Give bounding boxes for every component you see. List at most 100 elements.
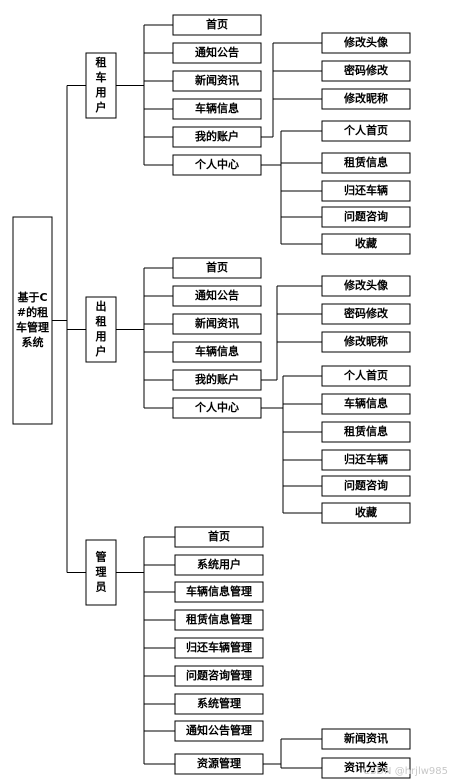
- node-box: [172, 126, 262, 148]
- module-node: 租赁信息管理: [174, 609, 264, 631]
- node-box: [174, 720, 264, 742]
- node-box: [321, 88, 411, 110]
- node-box: [321, 233, 411, 255]
- node-box: [85, 52, 117, 119]
- submodule-node: 新闻资讯: [321, 728, 411, 750]
- node-label: 车辆信息: [344, 396, 388, 410]
- node-label: 系统: [22, 335, 44, 349]
- watermark: CSDN @hrjlw985: [363, 766, 448, 777]
- node-box: [174, 693, 264, 715]
- node-label: 收藏: [355, 505, 377, 519]
- node-box: [172, 397, 262, 419]
- node-label: 个人首页: [343, 123, 388, 137]
- node-box: [321, 365, 411, 387]
- node-label: 首页: [206, 260, 228, 274]
- node-box: [174, 753, 264, 775]
- module-node: 新闻资讯: [172, 70, 262, 92]
- node-box: [321, 449, 411, 471]
- module-node: 系统管理: [174, 693, 264, 715]
- node-label: 基于C: [16, 290, 47, 304]
- module-node: 首页: [172, 257, 262, 279]
- submodule-node: 车辆信息: [321, 393, 411, 415]
- submodule-node: 修改头像: [321, 275, 411, 297]
- module-node: 我的账户: [172, 126, 262, 148]
- submodule-node: 租赁信息: [321, 152, 411, 174]
- node-label: 修改昵称: [343, 91, 388, 105]
- module-node: 新闻资讯: [172, 313, 262, 335]
- node-label: 车辆信息: [195, 101, 239, 115]
- node-label: 管: [96, 550, 107, 564]
- node-label: 新闻资讯: [195, 316, 239, 330]
- connector-lines: [52, 24, 322, 769]
- node-box: [172, 70, 262, 92]
- node-box: [172, 257, 262, 279]
- node-box: [172, 14, 262, 36]
- node-box: [321, 60, 411, 82]
- module-node: 系统用户: [174, 554, 264, 576]
- node-box: [321, 331, 411, 353]
- node-label: 理: [96, 566, 107, 579]
- node-label: 户: [96, 100, 107, 114]
- node-box: [85, 296, 117, 363]
- submodule-node: 问题咨询: [321, 475, 411, 497]
- node-box: [174, 554, 264, 576]
- node-label: 资讯分类: [344, 760, 389, 774]
- node-label: 系统用户: [197, 557, 241, 571]
- node-label: 出: [96, 299, 107, 313]
- node-box: [321, 728, 411, 750]
- node-label: 租赁信息管理: [186, 612, 252, 626]
- node-label: 修改头像: [343, 35, 389, 49]
- node-label: 归还车辆: [344, 183, 388, 197]
- submodule-node: 收藏: [321, 502, 411, 524]
- node-box: [172, 98, 262, 120]
- node-label: 首页: [206, 17, 228, 31]
- module-node: 车辆信息管理: [174, 581, 264, 603]
- submodule-node: 个人首页: [321, 120, 411, 142]
- node-label: 问题咨询: [344, 478, 388, 492]
- node-box: [174, 665, 264, 687]
- node-box: [172, 313, 262, 335]
- node-label: 首页: [208, 529, 230, 543]
- node-box: [321, 180, 411, 202]
- node-label: 问题咨询管理: [186, 668, 252, 682]
- node-box: [321, 475, 411, 497]
- node-box: [172, 42, 262, 64]
- node-box: [85, 539, 117, 606]
- node-label: #的租: [17, 305, 48, 319]
- node-label: 租: [96, 315, 107, 328]
- node-box: [172, 285, 262, 307]
- node-label: 户: [96, 344, 107, 358]
- node-label: 车: [96, 70, 107, 84]
- module-node: 首页: [174, 526, 264, 548]
- module-node: 车辆信息: [172, 341, 262, 363]
- role-node-2: 管理员: [85, 539, 117, 606]
- submodule-node: 资讯分类: [321, 757, 411, 779]
- submodule-node: 修改昵称: [321, 331, 411, 353]
- node-box: [321, 757, 411, 779]
- node-label: 租赁信息: [344, 155, 388, 169]
- node-box: [321, 502, 411, 524]
- node-box: [174, 581, 264, 603]
- node-label: 通知公告管理: [186, 723, 252, 737]
- node-label: 用: [96, 330, 107, 343]
- node-label: 用: [96, 86, 107, 99]
- node-label: 租赁信息: [344, 424, 388, 438]
- node-label: 归还车辆管理: [186, 640, 252, 654]
- node-label: 个人首页: [343, 368, 388, 382]
- node-box: [174, 526, 264, 548]
- module-node: 通知公告: [172, 285, 262, 307]
- node-label: 车辆信息: [195, 344, 239, 358]
- module-node: 首页: [172, 14, 262, 36]
- node-box: [321, 303, 411, 325]
- node-label: 个人中心: [194, 400, 239, 414]
- node-label: 修改昵称: [343, 334, 388, 348]
- node-box: [321, 120, 411, 142]
- submodule-node: 个人首页: [321, 365, 411, 387]
- node-label: 系统管理: [197, 696, 241, 710]
- module-node: 车辆信息: [172, 98, 262, 120]
- module-node: 通知公告管理: [174, 720, 264, 742]
- node-label: 归还车辆: [344, 452, 388, 466]
